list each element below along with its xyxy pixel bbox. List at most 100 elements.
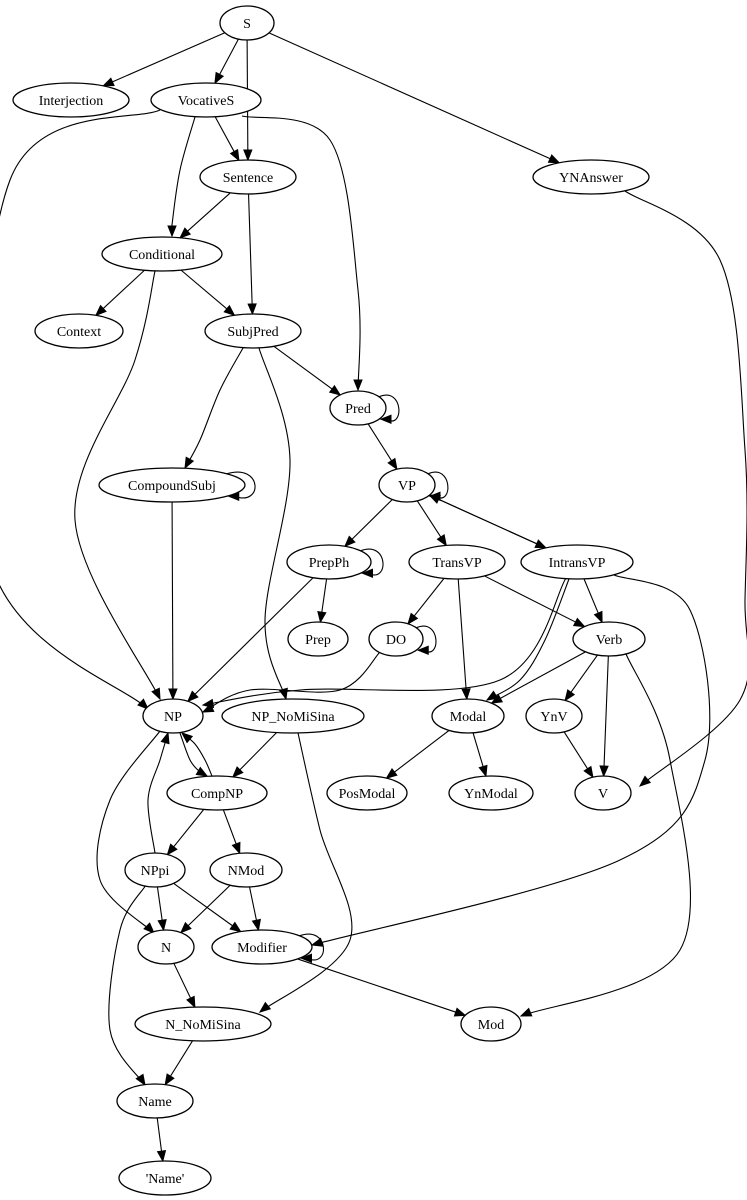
edge-arrowhead	[135, 1073, 146, 1087]
node-label: Modifier	[237, 941, 287, 956]
edge-line	[378, 394, 400, 422]
node-ellipse	[118, 1160, 212, 1196]
edge-arrowhead	[157, 918, 167, 932]
edge-line	[202, 651, 381, 713]
node-label: NPpi	[141, 864, 170, 879]
edge-line	[170, 116, 196, 237]
edge-line	[486, 578, 570, 701]
edge-line	[427, 471, 449, 499]
edge-arrowhead	[436, 534, 447, 547]
edge-Verb-to-Modal	[490, 651, 586, 704]
node-ellipse	[408, 544, 506, 580]
node-ellipse	[209, 852, 283, 888]
edge-Pred-to-Pred	[378, 394, 400, 424]
node-label: Prep	[305, 633, 331, 648]
edge-line	[603, 655, 609, 777]
edge-Verb-to-YnV	[564, 654, 598, 702]
node-ellipse	[431, 698, 505, 734]
edge-arrowhead	[385, 768, 398, 779]
node-label: PrepPh	[309, 556, 349, 571]
edge-arrowhead	[564, 689, 576, 702]
node-label: NMod	[228, 864, 265, 879]
edge-arrowhead	[229, 921, 242, 933]
edge-line	[180, 269, 235, 316]
node-label: CompNP	[191, 787, 243, 802]
edge-arrowhead	[137, 698, 149, 710]
node-S: S	[219, 5, 275, 41]
edge-arrowhead	[201, 703, 215, 713]
node-ellipse	[368, 621, 424, 657]
edge-Modal-to-PosModal	[385, 730, 450, 779]
edge-arrowhead	[156, 1149, 167, 1163]
edge-arrowhead	[229, 148, 240, 162]
edge-line	[96, 730, 161, 934]
edge-line	[184, 347, 244, 469]
edge-arrowhead	[300, 953, 312, 963]
edge-Conditional-to-SubjPred	[180, 269, 236, 317]
edge-arrowhead	[416, 645, 429, 655]
edge-line	[108, 884, 147, 1086]
edge-arrowhead	[166, 843, 178, 856]
edge-NP_NoMiSina-to-CompNP	[231, 732, 278, 778]
edge-line	[484, 575, 585, 628]
node-label: IntransVP	[549, 556, 606, 571]
edge-arrowhead	[638, 775, 652, 787]
edge-PrepPh-to-Prep	[317, 578, 328, 624]
node-ellipse	[221, 698, 365, 734]
edge-line	[416, 625, 437, 653]
edge-line	[241, 115, 361, 391]
node-TransVP: TransVP	[408, 544, 506, 580]
node-ellipse	[572, 621, 646, 657]
edge-arrowhead	[593, 610, 603, 624]
edge-line	[360, 548, 384, 576]
node-Mod: Mod	[460, 1006, 522, 1042]
edge-arrowhead	[247, 303, 257, 316]
node-ellipse	[532, 159, 650, 195]
node-ellipse	[134, 1006, 272, 1042]
edge-arrowhead	[572, 617, 586, 628]
node-Verb: Verb	[572, 621, 646, 657]
edge-PrepPh-to-NP	[186, 577, 314, 703]
edge-IntransVP-to-Modal	[485, 578, 570, 701]
edge-Modal-to-YnModal	[472, 732, 488, 778]
node-ellipse	[378, 467, 436, 503]
node-SubjPred: SubjPred	[204, 313, 302, 349]
edge-arrowhead	[151, 687, 161, 701]
edge-line	[258, 347, 291, 700]
edge-YnV-to-V	[563, 731, 594, 779]
edge-line	[311, 574, 711, 946]
edge-DO-to-DO	[416, 625, 437, 655]
edge-N_NoMiSina-to-Name	[164, 1040, 193, 1086]
edge-arrowhead	[179, 227, 192, 239]
node-label: Pred	[345, 402, 371, 417]
node-ellipse	[166, 775, 268, 811]
edge-arrowhead	[102, 77, 115, 87]
edge-Verb-to-V	[599, 655, 609, 778]
edge-line	[273, 345, 341, 396]
edge-VP-to-TransVP	[416, 500, 447, 547]
edge-arrowhead	[186, 690, 199, 703]
edge-IntransVP-to-VP	[428, 494, 547, 549]
edge-line	[386, 730, 450, 779]
edge-CompNP-to-NP	[180, 732, 213, 777]
node-label: NP	[164, 710, 182, 725]
edge-line	[457, 578, 468, 700]
edge-CompoundSubj-to-NP	[168, 501, 178, 701]
edge-line	[187, 577, 314, 702]
node-ellipse	[287, 621, 349, 657]
edge-NP-to-N	[96, 730, 161, 934]
edge-Name-to-NameLiteral	[156, 1117, 167, 1163]
node-Modifier: Modifier	[211, 929, 313, 965]
edge-arrowhead	[583, 765, 594, 779]
edge-arrowhead	[214, 71, 225, 85]
node-Context: Context	[34, 313, 124, 349]
node-IntransVP: IntransVP	[520, 544, 634, 580]
node-Interjection: Interjection	[12, 82, 130, 118]
node-label: Name	[138, 1095, 171, 1110]
node-label: N	[161, 941, 171, 956]
node-label: Mod	[478, 1018, 504, 1033]
edge-arrowhead	[519, 1007, 533, 1017]
edge-NMod-to-Modifier	[248, 886, 261, 932]
edge-Modifier-to-Mod	[297, 958, 467, 1017]
